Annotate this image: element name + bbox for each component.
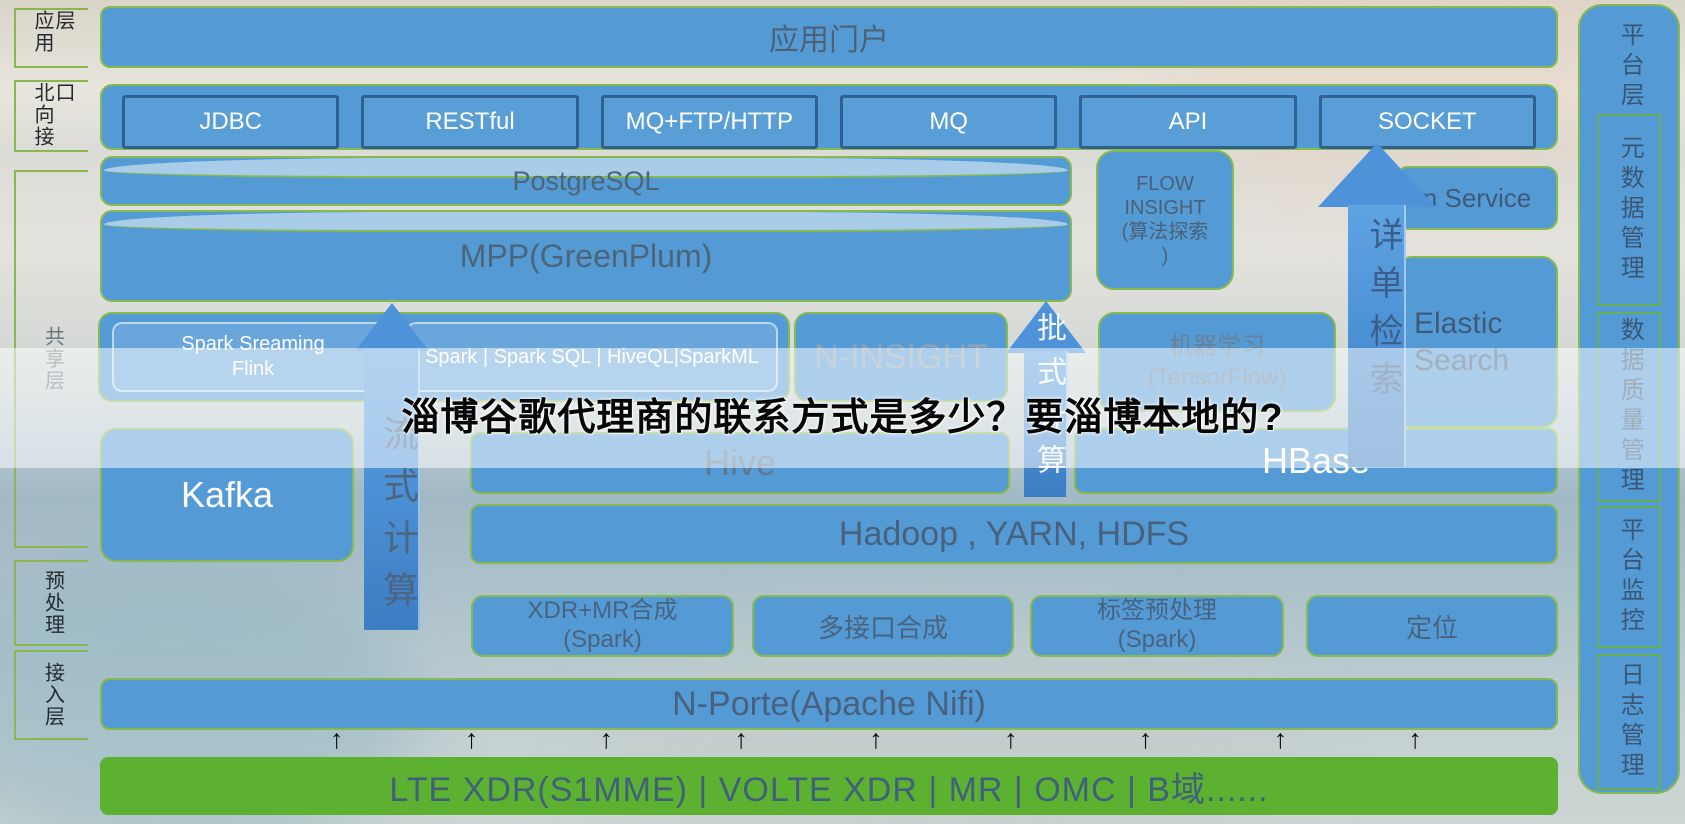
up-arrow-icon: ↑ <box>1273 724 1288 754</box>
up-arrow-icon: ↑ <box>330 724 344 754</box>
label-preprocess-box: 标签预处理 (Spark) <box>1030 595 1284 657</box>
platform-layer-title-wrap: 平台层 <box>1580 22 1678 112</box>
overlay-headline: 淄博谷歌代理商的联系方式是多少？要淄博本地的? <box>0 386 1685 441</box>
platform-layer-title: 平台层 <box>1616 22 1644 112</box>
postgresql-label: PostgreSQL <box>512 165 660 196</box>
xdr-mr-line2: (Spark) <box>563 626 642 653</box>
data-sources-label: LTE XDR(S1MME) | VOLTE XDR | MR | OMC | … <box>389 770 1269 809</box>
kafka-label: Kafka <box>180 474 274 515</box>
interface-box-restful: RESTful <box>361 95 579 149</box>
layer-bracket-preprocess: 预处理 <box>14 560 88 646</box>
layer-bracket-app: 应用层 <box>14 8 88 68</box>
multi-interface-box: 多接口合成 <box>752 595 1014 657</box>
stream-arrow-head-icon <box>355 303 429 351</box>
interface-box-mq: MQ <box>839 95 1058 149</box>
mpp-greenplum-label: MPP(GreenPlum) <box>459 237 713 274</box>
panel-item-log-management: 日志管理 <box>1597 654 1661 790</box>
n-porte-bar: N-Porte(Apache Nifi) <box>100 678 1558 730</box>
flow-insight-line3: (算法探索 <box>1121 221 1209 243</box>
batch-arrow-head-icon <box>1006 301 1086 353</box>
up-arrow-icon: ↑ <box>1004 724 1018 754</box>
northbound-interface-bar: JDBC RESTful MQ+FTP/HTTP MQ API SOCKET <box>100 84 1558 150</box>
mpp-greenplum-cylinder: MPP(GreenPlum) <box>100 210 1072 302</box>
flow-insight-label: FLOW INSIGHT (算法探索 ) <box>1122 172 1209 268</box>
interface-box-socket: SOCKET <box>1318 95 1536 149</box>
cylinder-cap <box>104 158 1068 178</box>
panel-item-platform-monitor: 平台监控 <box>1597 506 1661 648</box>
service-label: n Service <box>1422 182 1532 213</box>
layer-label-access: 接入层 <box>41 662 64 728</box>
flow-insight-box: FLOW INSIGHT (算法探索 ) <box>1096 150 1234 290</box>
flow-insight-line4: ) <box>1161 245 1169 267</box>
up-arrow-icon: ↑ <box>869 724 883 754</box>
hadoop-label: Hadoop , YARN, HDFS <box>838 514 1190 553</box>
xdr-mr-line1: XDR+MR合成 <box>527 597 678 625</box>
n-porte-label: N-Porte(Apache Nifi) <box>672 684 986 723</box>
positioning-box: 定位 <box>1306 595 1558 657</box>
detail-arrow-head-icon <box>1318 143 1436 207</box>
cylinder-cap <box>104 212 1068 232</box>
elastic-line1: Elastic <box>1414 306 1503 340</box>
overlay-headline-text: 淄博谷歌代理商的联系方式是多少？要淄博本地的? <box>401 397 1284 439</box>
application-portal-bar: 应用门户 <box>100 6 1558 68</box>
panel-item-log-management-label: 日志管理 <box>1616 662 1644 782</box>
hadoop-yarn-hdfs-bar: Hadoop , YARN, HDFS <box>470 504 1558 564</box>
layer-label-preprocess: 预处理 <box>41 570 64 636</box>
up-arrow-icon: ↑ <box>1138 724 1153 754</box>
data-sources-bar: LTE XDR(S1MME) | VOLTE XDR | MR | OMC | … <box>100 757 1558 815</box>
interface-box-mq-ftp-http: MQ+FTP/HTTP <box>600 95 818 149</box>
white-wash-band <box>0 348 1685 468</box>
up-arrow-icon: ↑ <box>599 724 614 754</box>
up-arrow-icon: ↑ <box>734 724 748 754</box>
interface-box-jdbc: JDBC <box>122 95 340 149</box>
postgresql-cylinder: PostgreSQL <box>100 156 1072 206</box>
ingest-arrows-row: ↑ ↑ ↑ ↑ ↑ ↑ ↑ ↑ ↑ <box>330 726 1422 756</box>
layer-label-northbound: 北向接口 <box>31 82 74 148</box>
layer-bracket-northbound: 北向接口 <box>14 80 88 152</box>
interface-row: JDBC RESTful MQ+FTP/HTTP MQ API SOCKET <box>102 86 1556 149</box>
interface-box-api: API <box>1079 95 1297 149</box>
flow-insight-line2: INSIGHT <box>1124 197 1206 219</box>
layer-bracket-access: 接入层 <box>14 650 88 740</box>
application-portal-label: 应用门户 <box>769 24 889 57</box>
layer-label-app: 应用层 <box>31 10 74 54</box>
up-arrow-icon: ↑ <box>1408 724 1423 754</box>
panel-item-metadata: 元数据管理 <box>1597 114 1661 306</box>
label-preprocess-line1: 标签预处理 <box>1097 597 1217 625</box>
positioning-label: 定位 <box>1405 612 1458 643</box>
panel-item-metadata-label: 元数据管理 <box>1616 135 1644 285</box>
panel-item-platform-monitor-label: 平台监控 <box>1616 517 1644 637</box>
label-preprocess-line2: (Spark) <box>1117 626 1197 653</box>
xdr-mr-box: XDR+MR合成 (Spark) <box>471 595 734 657</box>
up-arrow-icon: ↑ <box>464 724 479 754</box>
multi-interface-label: 多接口合成 <box>817 612 948 643</box>
flow-insight-line1: FLOW <box>1136 173 1194 195</box>
